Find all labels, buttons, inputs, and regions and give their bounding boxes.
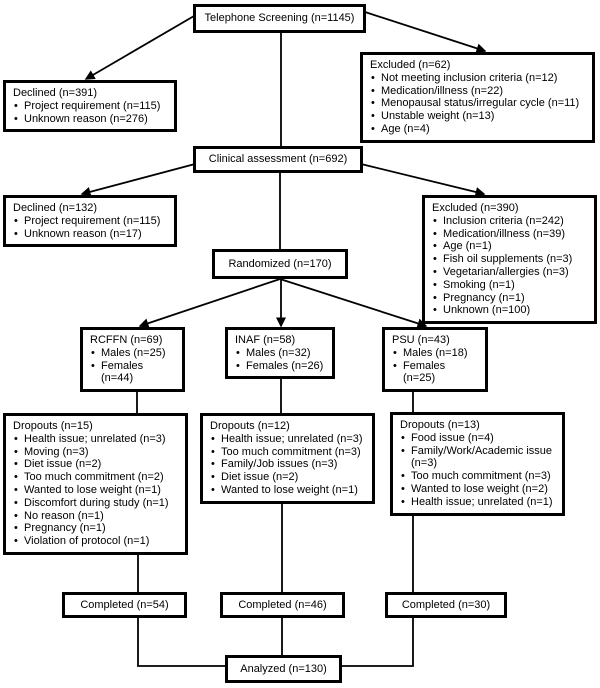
edge-completed1-analyzed	[137, 614, 227, 667]
bullet-item: Females (n=25)	[392, 360, 479, 386]
edge-clinical-declined2	[80, 163, 196, 197]
edge-completed3-analyzed	[340, 614, 414, 667]
edge-telephone-excluded1	[364, 11, 487, 54]
bullet-list: Health issue; unrelated (n=3) Moving (n=…	[13, 433, 179, 548]
bullet-list: Food issue (n=4) Family/Work/Academic is…	[400, 432, 556, 509]
bullet-item: Discomfort during study (n=1)	[13, 497, 179, 510]
node-title: RCFFN (n=69)	[90, 334, 163, 346]
node-title: Dropouts (n=13)	[400, 419, 480, 431]
bullet-item: Medication/illness (n=39)	[432, 228, 588, 241]
bullet-item: Too much commitment (n=3)	[210, 446, 366, 459]
node-excluded-telephone: Excluded (n=62) Not meeting inclusion cr…	[360, 52, 595, 143]
node-title: Dropouts (n=12)	[210, 420, 290, 432]
bullet-item: Inclusion criteria (n=242)	[432, 215, 588, 228]
bullet-item: Males (n=25)	[90, 347, 176, 360]
node-analyzed: Analyzed (n=130)	[225, 655, 342, 683]
node-title: Randomized (n=170)	[228, 257, 332, 270]
bullet-item: Health issue; unrelated (n=3)	[13, 433, 179, 446]
node-completed-rcffn: Completed (n=54)	[62, 592, 187, 618]
node-site-rcffn: RCFFN (n=69) Males (n=25) Females (n=44)	[80, 327, 185, 393]
node-dropouts-inaf: Dropouts (n=12) Health issue; unrelated …	[200, 413, 375, 504]
node-title: INAF (n=58)	[235, 334, 296, 346]
node-declined-telephone: Declined (n=391) Project requirement (n=…	[3, 80, 177, 133]
bullet-item: Medication/illness (n=22)	[370, 85, 586, 98]
bullet-item: Unstable weight (n=13)	[370, 110, 586, 123]
bullet-item: Age (n=1)	[432, 240, 588, 253]
bullet-item: Females (n=26)	[235, 360, 326, 373]
bullet-list: Inclusion criteria (n=242) Medication/il…	[432, 215, 588, 317]
bullet-item: Age (n=4)	[370, 123, 586, 136]
node-dropouts-psu: Dropouts (n=13) Food issue (n=4) Family/…	[390, 412, 565, 516]
bullet-item: Too much commitment (n=2)	[13, 471, 179, 484]
bullet-list: Not meeting inclusion criteria (n=12) Me…	[370, 72, 586, 136]
bullet-item: Not meeting inclusion criteria (n=12)	[370, 72, 586, 85]
bullet-item: Vegetarian/allergies (n=3)	[432, 266, 588, 279]
bullet-list: Males (n=18) Females (n=25)	[392, 347, 479, 385]
bullet-item: Health issue; unrelated (n=3)	[210, 433, 366, 446]
node-dropouts-rcffn: Dropouts (n=15) Health issue; unrelated …	[3, 413, 188, 555]
node-title: PSU (n=43)	[392, 334, 450, 346]
bullet-item: Females (n=44)	[90, 360, 176, 386]
bullet-item: Project requirement (n=115)	[13, 100, 168, 113]
node-clinical-assessment: Clinical assessment (n=692)	[193, 146, 363, 173]
node-title: Excluded (n=390)	[432, 202, 519, 214]
edge-telephone-declined1	[84, 15, 195, 80]
bullet-item: Unknown reason (n=276)	[13, 113, 168, 126]
node-randomized: Randomized (n=170)	[212, 249, 348, 279]
edge-randomized-psu	[279, 278, 428, 329]
bullet-item: Diet issue (n=2)	[210, 471, 366, 484]
bullet-item: Pregnancy (n=1)	[13, 522, 179, 535]
node-telephone-screening: Telephone Screening (n=1145)	[193, 4, 366, 33]
node-title: Clinical assessment (n=692)	[208, 153, 348, 166]
node-title: Telephone Screening (n=1145)	[204, 12, 355, 25]
node-title: Completed (n=46)	[238, 598, 327, 611]
bullet-item: Wanted to lose weight (n=2)	[400, 483, 556, 496]
bullet-item: Wanted to lose weight (n=1)	[13, 484, 179, 497]
node-declined-clinical: Declined (n=132) Project requirement (n=…	[3, 195, 177, 248]
bullet-item: Males (n=32)	[235, 347, 326, 360]
bullet-list: Health issue; unrelated (n=3) Too much c…	[210, 433, 366, 497]
edge-randomized-rcffn	[138, 278, 281, 329]
bullet-item: Violation of protocol (n=1)	[13, 535, 179, 548]
bullet-item: Menopausal status/irregular cycle (n=11)	[370, 97, 586, 110]
node-excluded-clinical: Excluded (n=390) Inclusion criteria (n=2…	[422, 195, 597, 325]
node-title: Analyzed (n=130)	[240, 662, 327, 675]
bullet-item: Unknown reason (n=17)	[13, 228, 168, 241]
node-site-psu: PSU (n=43) Males (n=18) Females (n=25)	[382, 327, 488, 393]
bullet-list: Project requirement (n=115) Unknown reas…	[13, 215, 168, 241]
node-completed-psu: Completed (n=30)	[385, 592, 507, 618]
bullet-item: Moving (n=3)	[13, 446, 179, 459]
bullet-item: Smoking (n=1)	[432, 279, 588, 292]
edge-clinical-excluded2	[360, 163, 486, 197]
node-title: Completed (n=54)	[80, 598, 169, 611]
bullet-item: Wanted to lose weight (n=1)	[210, 484, 366, 497]
node-site-inaf: INAF (n=58) Males (n=32) Females (n=26)	[225, 327, 335, 380]
bullet-item: Family/Work/Academic issue (n=3)	[400, 445, 556, 471]
bullet-item: Health issue; unrelated (n=1)	[400, 496, 556, 509]
bullet-item: No reason (n=1)	[13, 510, 179, 523]
bullet-item: Fish oil supplements (n=3)	[432, 253, 588, 266]
node-title: Declined (n=391)	[13, 87, 98, 99]
bullet-item: Pregnancy (n=1)	[432, 292, 588, 305]
node-completed-inaf: Completed (n=46)	[220, 592, 345, 618]
node-title: Excluded (n=62)	[370, 59, 451, 71]
bullet-list: Males (n=25) Females (n=44)	[90, 347, 176, 385]
bullet-item: Food issue (n=4)	[400, 432, 556, 445]
bullet-list: Males (n=32) Females (n=26)	[235, 347, 326, 373]
bullet-item: Project requirement (n=115)	[13, 215, 168, 228]
node-title: Dropouts (n=15)	[13, 420, 93, 432]
node-title: Declined (n=132)	[13, 202, 98, 214]
bullet-item: Family/Job issues (n=3)	[210, 458, 366, 471]
bullet-item: Males (n=18)	[392, 347, 479, 360]
node-title: Completed (n=30)	[401, 598, 491, 611]
bullet-item: Unknown (n=100)	[432, 304, 588, 317]
bullet-item: Too much commitment (n=3)	[400, 470, 556, 483]
bullet-list: Project requirement (n=115) Unknown reas…	[13, 100, 168, 126]
bullet-item: Diet issue (n=2)	[13, 458, 179, 471]
